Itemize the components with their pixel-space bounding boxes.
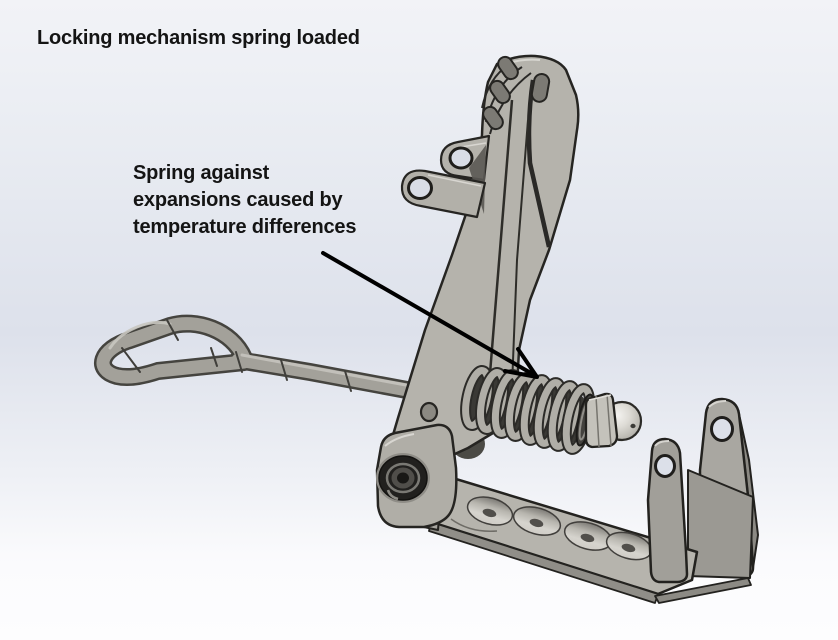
lever-arm (386, 54, 580, 476)
coil-spring (460, 365, 643, 455)
tab-hole (407, 176, 433, 200)
hex-nut (584, 392, 619, 449)
ear-tab-lower (400, 169, 487, 219)
pivot-lobe (375, 423, 458, 529)
leader-arrow (321, 251, 539, 379)
tab-hole (448, 146, 474, 170)
drawing-title: Locking mechanism spring loaded (37, 27, 360, 49)
channel-inner-face (687, 469, 754, 579)
handle-wire (94, 314, 459, 407)
countersunk-hole (466, 496, 653, 561)
hook-slot (482, 55, 551, 131)
mounting-ear-near (646, 437, 689, 584)
annotation-line: temperature differences (133, 216, 357, 238)
annotation-line: Spring against (133, 162, 270, 184)
pivot-bushing (376, 453, 430, 503)
lever-pin-hole (419, 401, 439, 423)
ear-hole (710, 416, 734, 442)
ear-hole (654, 454, 676, 478)
annotation-line: expansions caused by (133, 189, 343, 211)
annotation-note: Spring against expansions caused by temp… (133, 160, 356, 241)
